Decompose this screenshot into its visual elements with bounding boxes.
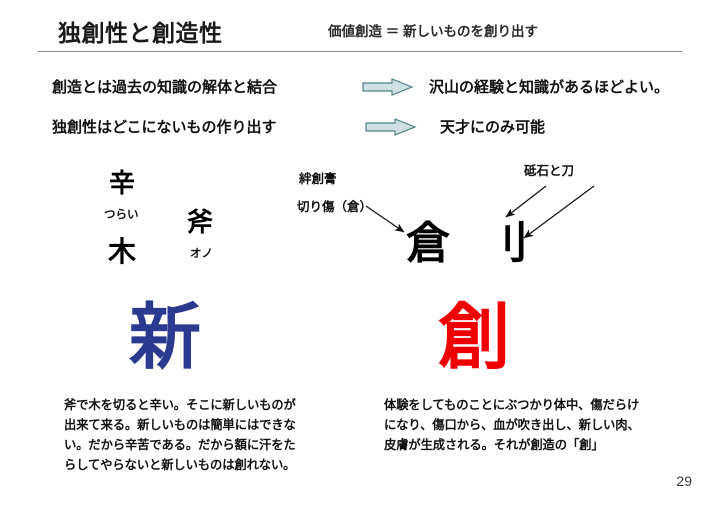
statement-2-right-text: 天才にのみ可能 [440, 119, 546, 136]
paragraph-right: 体験をしてものことにぶつかり体中、傷だらけ になり、傷口から、血が吹き出し、新し… [384, 396, 684, 456]
kanji-component-ki: 木 [108, 235, 137, 268]
reading-tsurai: つらい [104, 209, 139, 221]
kanji-component-tsurai: 辛 [109, 169, 136, 199]
statement-row-1: 創造とは過去の知識の解体と結合 沢山の経験と知識があるほどよい。 [52, 76, 672, 98]
paragraph-right-line-3: 皮膚が生成される。それが創造の「創」 [384, 437, 604, 452]
block-arrow-right-icon [362, 78, 414, 101]
page-title: 独創性と創造性 [58, 20, 223, 46]
paragraph-left-line-3: い。だから辛苦である。だから額に汗をた [64, 437, 296, 452]
block-arrow-right-icon [365, 118, 417, 141]
kanji-component-ono: 斧 [187, 208, 214, 238]
reading-ono: オノ [190, 248, 213, 260]
paragraph-right-line-1: 体験をしてものことにぶつかり体中、傷だらけ [384, 398, 640, 412]
label-kirikizu: 切り傷（倉） [297, 200, 373, 214]
label-toishi-to-katana: 砥石と刀 [524, 164, 575, 178]
result-kanji-shin: 新 [129, 295, 202, 379]
paragraph-left-line-2: 出来て来る。新しいものは簡単にはできな [64, 417, 296, 432]
page-number: 29 [676, 473, 692, 489]
kanji-component-rittou: 刂 [484, 218, 528, 269]
paragraph-left-line-1: 斧で木を切ると辛い。そこに新しいものが [64, 398, 296, 412]
slide-subtitle: 価値創造 ＝ 新しいものを創り出す [328, 24, 539, 39]
statement-1-right-text: 沢山の経験と知識があるほどよい。 [429, 79, 670, 96]
title-divider [38, 51, 682, 52]
paragraph-left-line-4: らしてやらないと新しいものは創れない。 [64, 457, 296, 472]
paragraph-right-line-2: になり、傷口から、血が吹き出し、新しい肉、 [384, 417, 640, 432]
statement-2-left-text: 独創性はどこにないもの作り出す [52, 119, 277, 136]
kanji-component-kura: 倉 [406, 218, 450, 269]
paragraph-left: 斧で木を切ると辛い。そこに新しいものが 出来て来る。新しいものは簡単にはできな … [64, 396, 354, 476]
statement-row-2: 独創性はどこにないもの作り出す 天才にのみ可能 [52, 116, 672, 138]
label-bansoukou: 絆創膏 [299, 172, 337, 186]
result-kanji-sou: 創 [438, 295, 511, 379]
statement-1-left-text: 創造とは過去の知識の解体と結合 [52, 79, 278, 96]
